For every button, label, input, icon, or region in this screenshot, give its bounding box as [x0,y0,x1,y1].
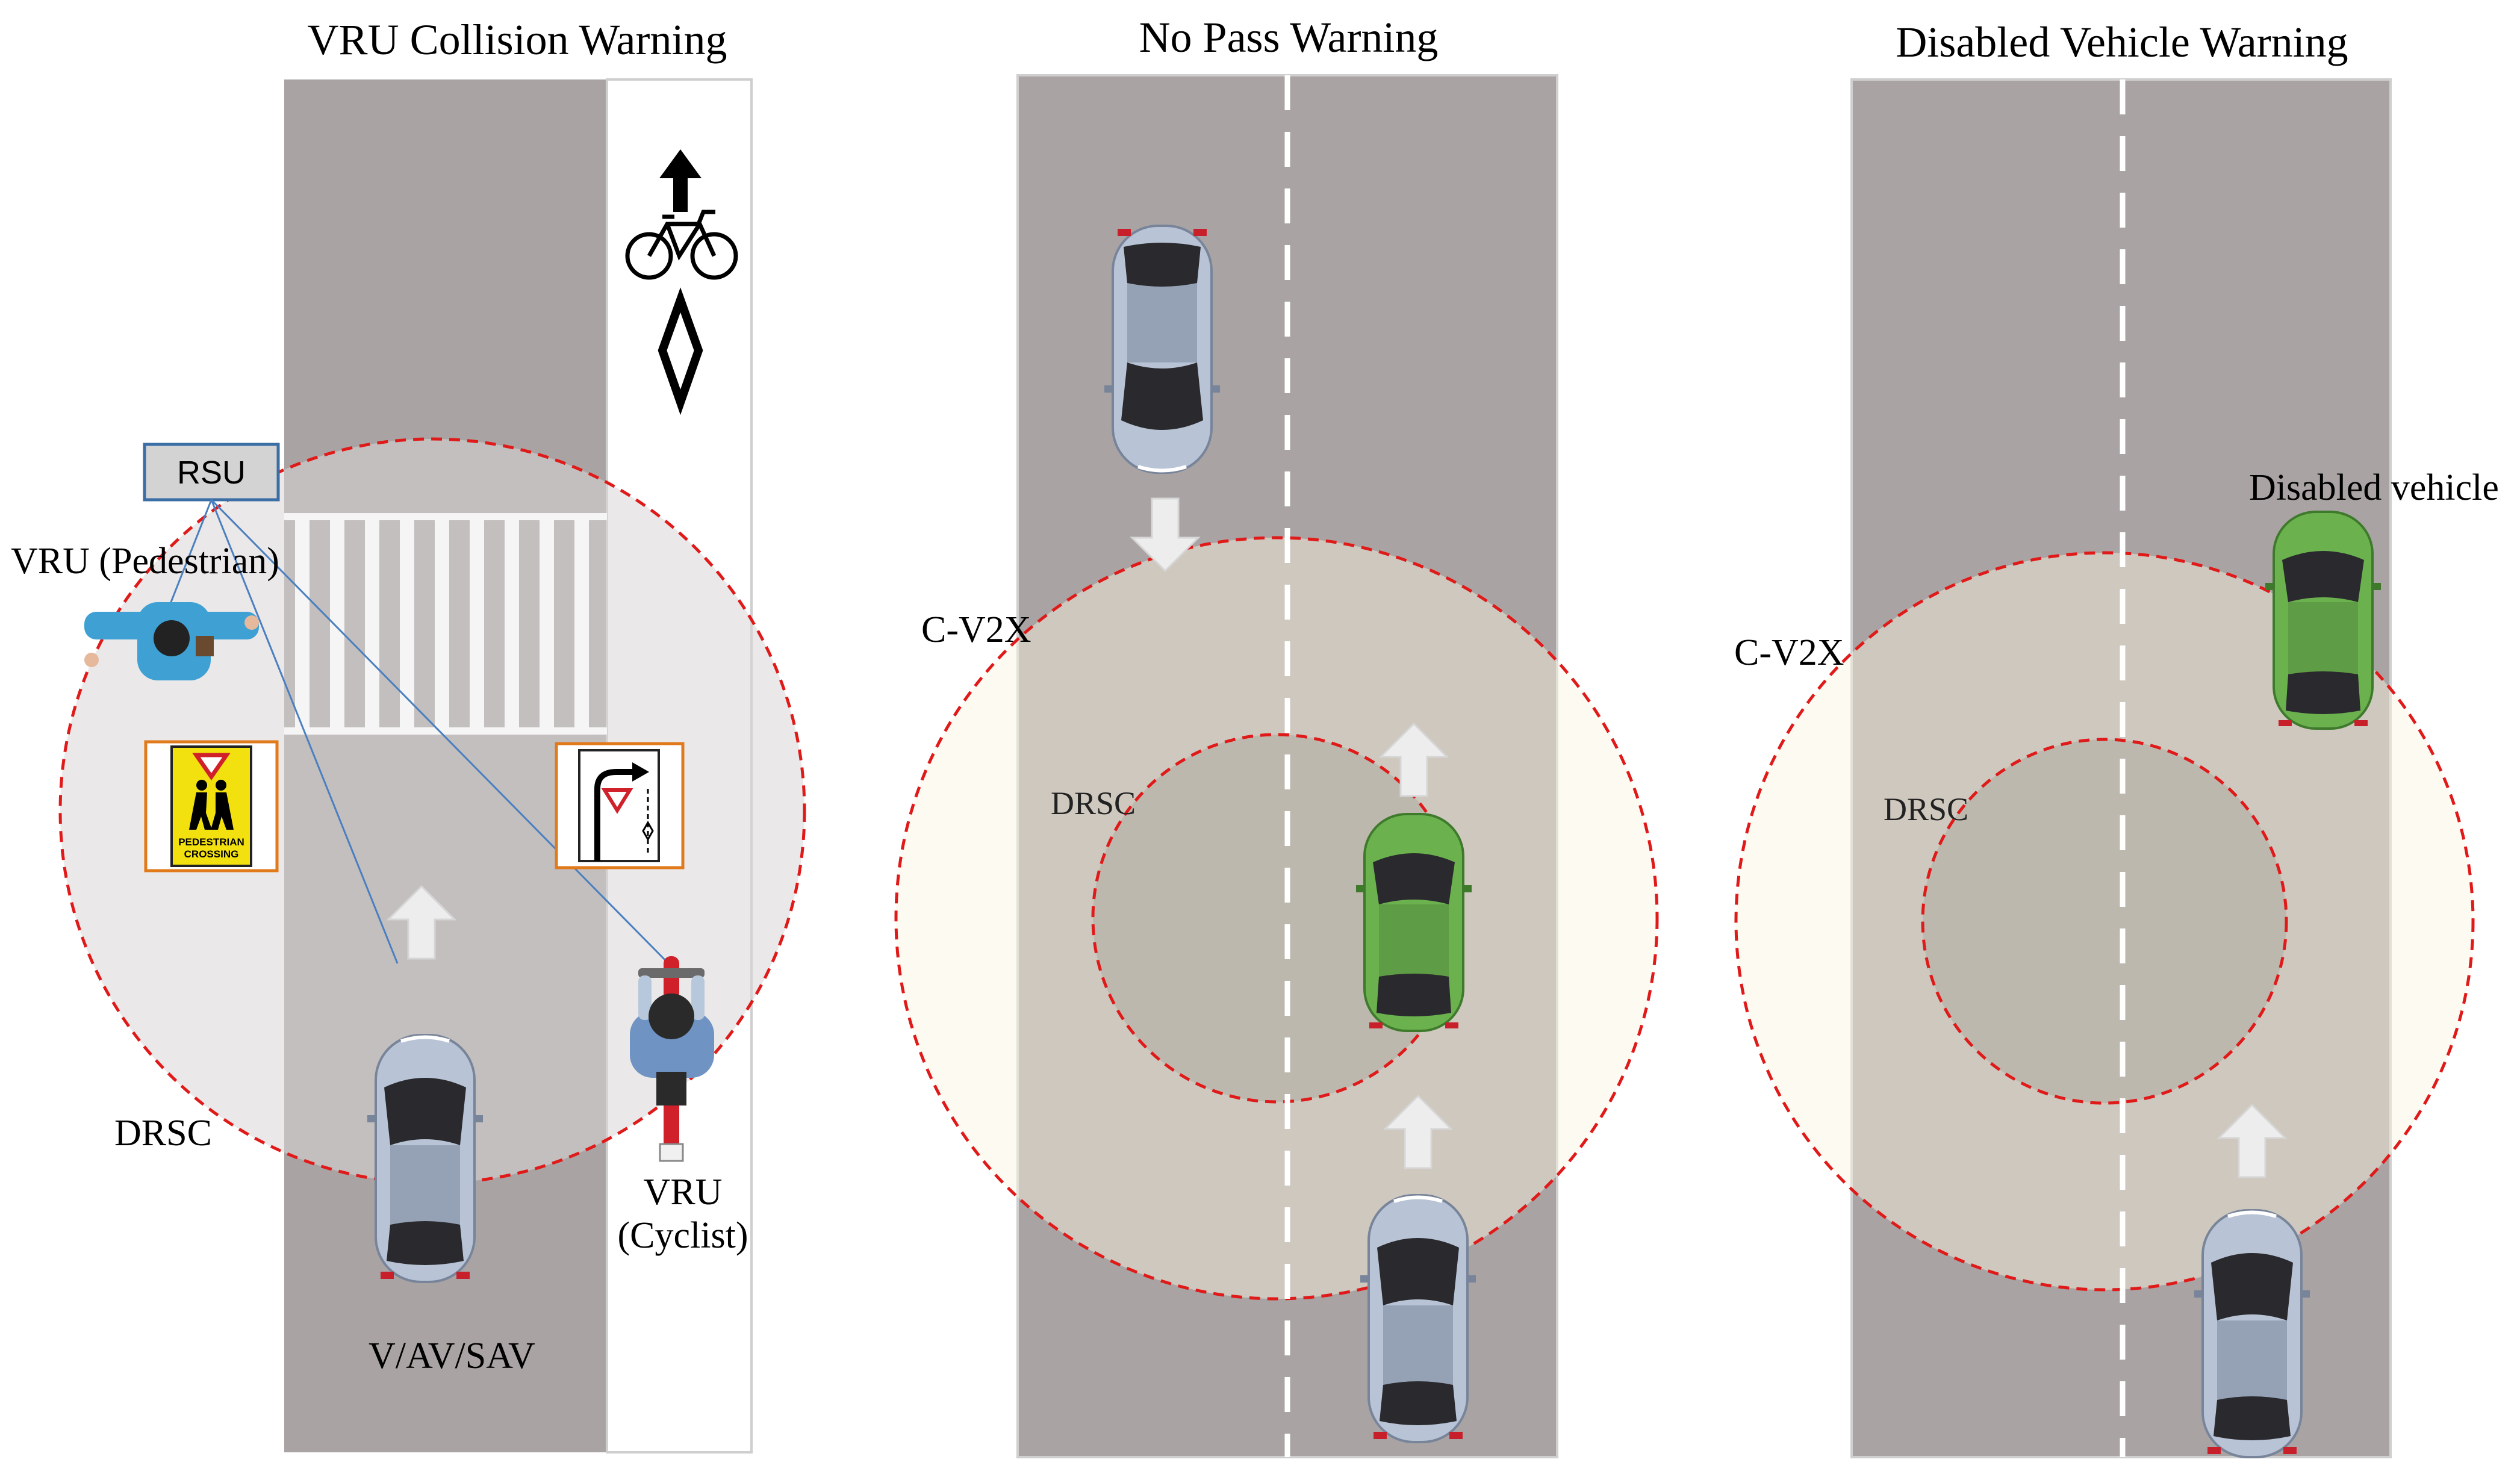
following-car-icon [1360,1195,1476,1442]
drsc-range-label: DRSC [114,1113,212,1154]
yield-turn-sign-icon [555,742,685,869]
panel-title-disabled: Disabled Vehicle Warning [1896,18,2348,66]
up-arrow-icon [659,149,702,212]
cyclist-icon [630,956,714,1162]
cv2x-range-label: C-V2X [1734,632,1844,673]
av-car-icon [367,1035,483,1282]
cv2x-range-area [1734,551,2475,1292]
panel-disabled-vehicle-warning: Disabled Vehicle Warning Disabled vehicl… [1734,18,2499,1457]
panel-title-no-pass: No Pass Warning [1139,13,1439,61]
panel-no-pass-warning: No Pass Warning C-V2X DRSC [894,13,1659,1458]
green-car-icon [1355,813,1473,1032]
bicycle-lane-icon [625,210,738,280]
yield-pedestrian-sign-icon: PEDESTRIAN CROSSING [144,740,279,872]
panel-vru-collision-warning: RSU VRU (Pedestrian) PEDESTRIAN [11,16,806,1454]
svg-text:PEDESTRIAN: PEDESTRIAN [178,836,244,848]
cv2x-range-area [894,536,1659,1301]
rsu-box [143,443,280,502]
drsc-range-label: DRSC [1884,791,1968,827]
oncoming-car-icon [1104,226,1220,473]
pedestrian-label: VRU (Pedestrian) [11,541,279,582]
drsc-range-label: DRSC [1051,785,1136,821]
cyclist-label-line1: VRU [644,1172,723,1213]
diamond-icon [658,287,703,415]
drsc-range-area [1921,738,2288,1105]
approaching-car-icon [2194,1210,2310,1457]
cyclist-label-line2: (Cyclist) [618,1215,748,1256]
svg-text:CROSSING: CROSSING [184,848,239,860]
rsu-links [167,499,673,968]
pedestrian-icon [84,602,259,680]
disabled-vehicle-label: Disabled vehicle [2249,467,2499,508]
rsu-label: RSU [177,455,246,491]
disabled-car-icon [2264,511,2382,730]
panel-title-vru: VRU Collision Warning [308,16,727,64]
cv2x-range-label: C-V2X [921,609,1031,650]
vehicle-label: V/AV/SAV [369,1336,535,1376]
crosswalk [284,513,607,735]
